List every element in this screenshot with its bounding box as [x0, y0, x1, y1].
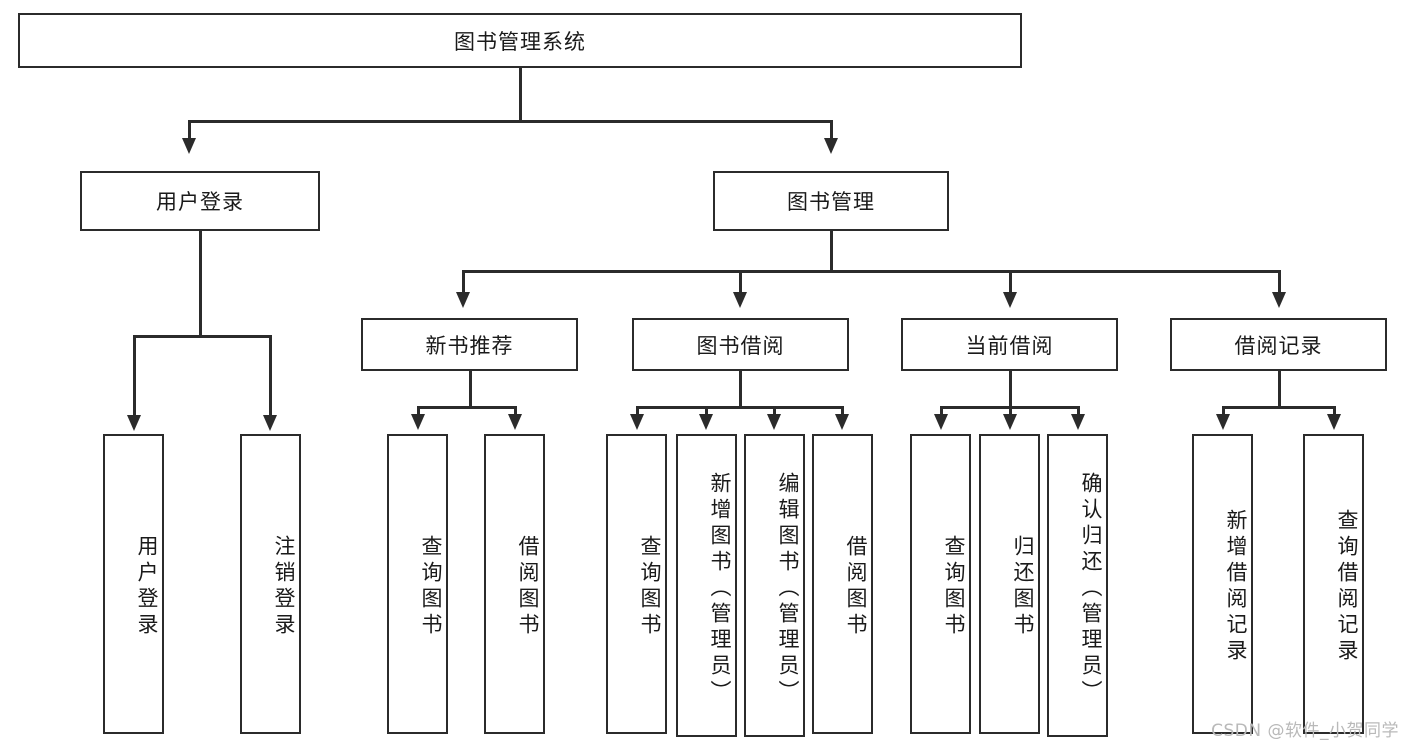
connector-current-borrow-leaf1 [940, 406, 943, 416]
leaf-query-book-current[interactable]: 查询图书 [910, 434, 971, 734]
arrow-book-borrow-leaf4 [835, 414, 849, 430]
connector-new-book-stem [469, 371, 472, 406]
leaf-borrow-book-recommend[interactable]: 借阅图书 [484, 434, 545, 734]
arrow-user-login-leaf2 [263, 415, 277, 431]
connector-borrow-record-stem [1278, 371, 1281, 406]
leaf-edit-book-admin[interactable]: 编辑图书（管理员） [744, 434, 805, 737]
arrow-root-to-book-management [824, 138, 838, 154]
node-new-book-recommend[interactable]: 新书推荐 [361, 318, 578, 371]
csdn-watermark: CSDN @软件_小贺同学 [1211, 721, 1399, 741]
leaf-return-book[interactable]: 归还图书 [979, 434, 1040, 734]
node-label: 查询借阅记录 [1335, 509, 1359, 665]
connector-borrow-record-leaf1 [1222, 406, 1225, 416]
connector-user-login-leaf2 [269, 335, 272, 417]
connector-root-bus [188, 120, 832, 123]
leaf-query-book-recommend[interactable]: 查询图书 [387, 434, 448, 734]
arrow-book-borrow-leaf3 [767, 414, 781, 430]
node-label: 查询图书 [419, 535, 443, 639]
connector-user-login-stem [199, 231, 202, 335]
leaf-confirm-return-admin[interactable]: 确认归还（管理员） [1047, 434, 1108, 737]
node-label: 借阅图书 [844, 535, 868, 639]
connector-root-to-book-management [830, 120, 833, 140]
node-borrow-record[interactable]: 借阅记录 [1170, 318, 1387, 371]
node-label: 编辑图书（管理员） [776, 471, 800, 706]
connector-to-borrow-record [1278, 270, 1281, 294]
connector-new-book-leaf2 [514, 406, 517, 416]
node-label: 新书推荐 [425, 333, 514, 358]
arrow-root-to-user-login [182, 138, 196, 154]
arrow-borrow-record-leaf1 [1216, 414, 1230, 430]
connector-new-book-leaf1 [417, 406, 420, 416]
leaf-query-borrow-record[interactable]: 查询借阅记录 [1303, 434, 1364, 734]
arrow-to-borrow-record [1272, 292, 1286, 308]
node-label: 用户登录 [156, 190, 244, 214]
arrow-current-borrow-leaf2 [1003, 414, 1017, 430]
arrow-user-login-leaf1 [127, 415, 141, 431]
node-label: 归还图书 [1011, 535, 1035, 639]
node-root-book-management-system[interactable]: 图书管理系统 [18, 13, 1022, 68]
node-user-login[interactable]: 用户登录 [80, 171, 320, 231]
node-label: 用户登录 [135, 535, 159, 639]
arrow-current-borrow-leaf3 [1071, 414, 1085, 430]
connector-to-new-book [462, 270, 465, 294]
node-label: 借阅记录 [1234, 333, 1323, 358]
node-label: 确认归还（管理员） [1079, 471, 1103, 706]
node-label: 新增图书（管理员） [708, 471, 732, 706]
connector-user-login-leaf1 [133, 335, 136, 417]
node-label: 图书管理系统 [454, 29, 586, 54]
connector-to-current-borrow [1009, 270, 1012, 294]
arrow-borrow-record-leaf2 [1327, 414, 1341, 430]
arrow-new-book-leaf2 [508, 414, 522, 430]
node-book-management[interactable]: 图书管理 [713, 171, 949, 231]
node-label: 当前借阅 [965, 333, 1054, 358]
connector-new-book-bus [417, 406, 517, 409]
connector-current-borrow-leaf3 [1077, 406, 1080, 416]
node-label: 查询图书 [638, 535, 662, 639]
connector-borrow-record-bus [1222, 406, 1335, 409]
connector-book-borrow-leaf2 [705, 406, 708, 416]
connector-book-management-stem [830, 231, 833, 270]
connector-book-borrow-stem [739, 371, 742, 406]
connector-root-stem [519, 68, 522, 120]
leaf-query-book-borrow[interactable]: 查询图书 [606, 434, 667, 734]
arrow-book-borrow-leaf2 [699, 414, 713, 430]
leaf-user-login[interactable]: 用户登录 [103, 434, 164, 734]
node-label: 查询图书 [942, 535, 966, 639]
arrow-current-borrow-leaf1 [934, 414, 948, 430]
arrow-book-borrow-leaf1 [630, 414, 644, 430]
connector-book-borrow-bus [636, 406, 843, 409]
node-label: 图书管理 [787, 190, 875, 214]
connector-current-borrow-stem [1009, 371, 1012, 406]
leaf-add-book-admin[interactable]: 新增图书（管理员） [676, 434, 737, 737]
arrow-to-current-borrow [1003, 292, 1017, 308]
arrow-to-book-borrow [733, 292, 747, 308]
connector-book-borrow-leaf3 [773, 406, 776, 416]
node-book-borrow[interactable]: 图书借阅 [632, 318, 849, 371]
connector-current-borrow-leaf2 [1009, 406, 1012, 416]
connector-level3-bus [462, 270, 1280, 273]
arrow-new-book-leaf1 [411, 414, 425, 430]
leaf-borrow-book[interactable]: 借阅图书 [812, 434, 873, 734]
connector-root-to-user-login [188, 120, 191, 140]
leaf-add-borrow-record[interactable]: 新增借阅记录 [1192, 434, 1253, 734]
connector-to-book-borrow [739, 270, 742, 294]
node-label: 借阅图书 [516, 535, 540, 639]
connector-borrow-record-leaf2 [1333, 406, 1336, 416]
node-label: 注销登录 [272, 535, 296, 639]
node-label: 图书借阅 [696, 333, 785, 358]
connector-book-borrow-leaf4 [841, 406, 844, 416]
node-current-borrow[interactable]: 当前借阅 [901, 318, 1118, 371]
connector-user-login-bus [133, 335, 271, 338]
leaf-logout[interactable]: 注销登录 [240, 434, 301, 734]
node-label: 新增借阅记录 [1224, 509, 1248, 665]
connector-book-borrow-leaf1 [636, 406, 639, 416]
arrow-to-new-book-recommend [456, 292, 470, 308]
